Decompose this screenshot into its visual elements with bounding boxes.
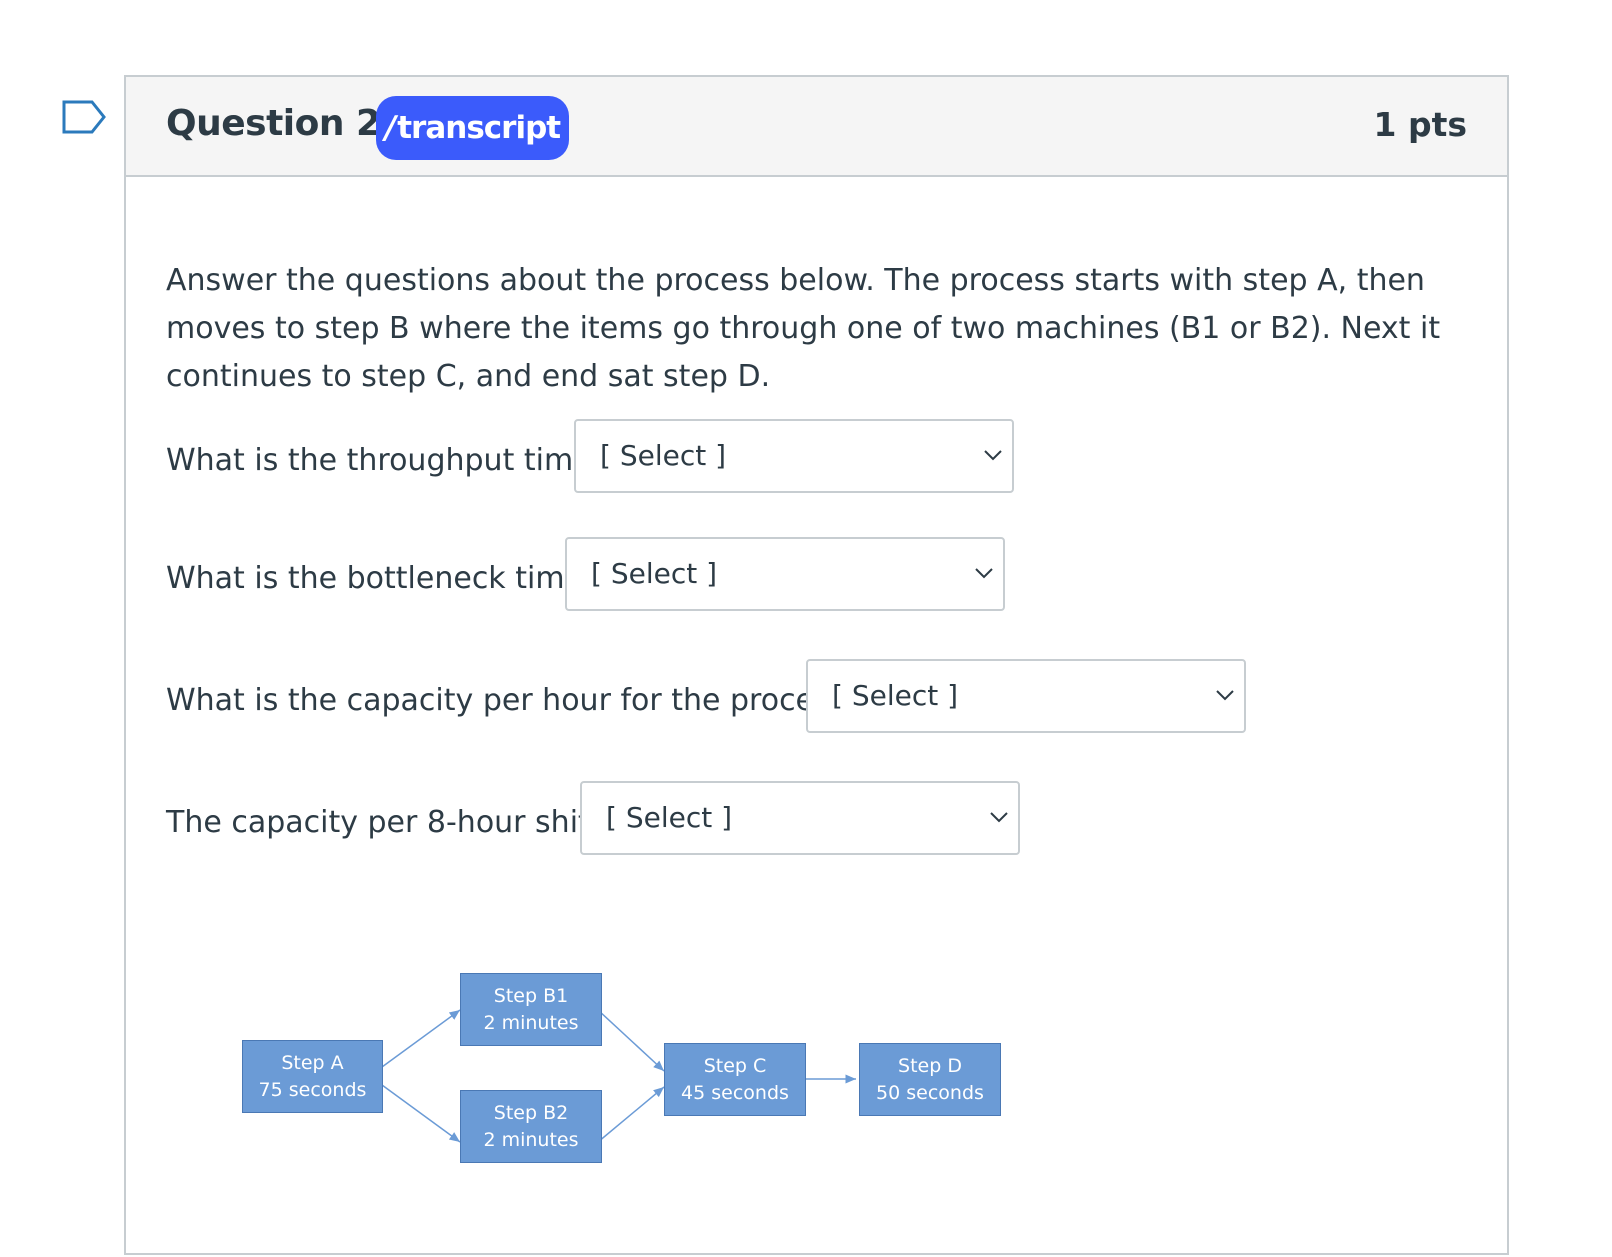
step-b1-box: Step B1 2 minutes: [460, 973, 602, 1046]
step-time: 2 minutes: [483, 1128, 579, 1151]
step-name: Step D: [898, 1054, 962, 1077]
bookmark-flag-icon[interactable]: [62, 100, 106, 134]
step-c-box: Step C 45 seconds: [664, 1043, 806, 1116]
chevron-down-icon: [1216, 690, 1234, 701]
arrow-a-b2: [381, 1084, 461, 1143]
step-time: 50 seconds: [876, 1081, 984, 1104]
badge-label: transcript: [397, 110, 561, 146]
capacity-shift-select[interactable]: [ Select ]: [580, 781, 1020, 855]
question-prompt: Answer the questions about the process b…: [166, 263, 1441, 394]
chevron-down-icon: [975, 568, 993, 579]
step-d-box: Step D 50 seconds: [859, 1043, 1001, 1116]
step-name: Step B2: [493, 1101, 569, 1124]
question-header: Question 2 /transcript 1 pts: [126, 77, 1507, 177]
question-label: What is the throughput time?: [166, 443, 608, 478]
question-label: What is the capacity per hour for the pr…: [166, 683, 862, 718]
chevron-down-icon: [984, 450, 1002, 461]
question-label: What is the bottleneck time?: [166, 561, 599, 596]
capacity-hour-select[interactable]: [ Select ]: [806, 659, 1246, 733]
select-value: [ Select ]: [606, 801, 733, 834]
step-time: 75 seconds: [258, 1078, 367, 1101]
chevron-down-icon: [990, 812, 1008, 823]
step-a-box: Step A 75 seconds: [242, 1040, 383, 1113]
select-value: [ Select ]: [591, 557, 718, 590]
select-value: [ Select ]: [600, 439, 727, 472]
select-value: [ Select ]: [832, 679, 959, 712]
step-name: Step B1: [493, 984, 569, 1007]
step-time: 45 seconds: [681, 1081, 789, 1104]
step-b2-box: Step B2 2 minutes: [460, 1090, 602, 1163]
throughput-select[interactable]: [ Select ]: [574, 419, 1014, 493]
step-time: 2 minutes: [483, 1011, 579, 1034]
diagram-arrows: [381, 1009, 856, 1143]
question-card: Question 2 /transcript 1 pts Answer the …: [124, 75, 1509, 1255]
arrow-a-b1: [381, 1009, 461, 1068]
question-title: Question 2: [166, 103, 381, 144]
bottleneck-select[interactable]: [ Select ]: [565, 537, 1005, 611]
slash-icon: /: [384, 110, 396, 146]
step-name: Step A: [281, 1051, 344, 1074]
arrow-b2-c: [597, 1086, 665, 1143]
arrow-b1-c: [597, 1009, 665, 1072]
points-label: 1 pts: [1373, 105, 1468, 144]
transcript-badge[interactable]: /transcript: [376, 96, 569, 160]
step-name: Step C: [703, 1054, 767, 1077]
question-label: The capacity per 8-hour shift?: [166, 805, 616, 840]
